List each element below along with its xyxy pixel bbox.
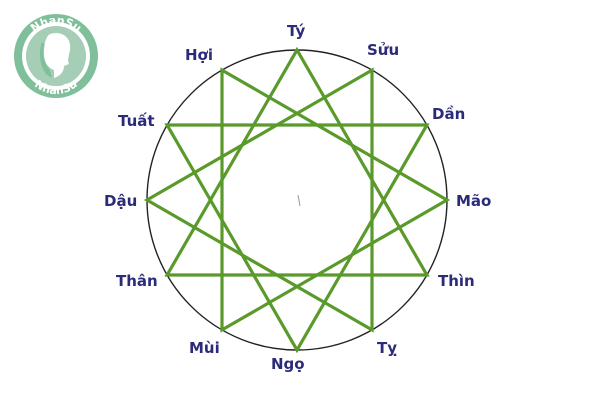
triangle-dan-ngo-tuat [164,123,430,354]
label-dan: Dần [432,105,466,123]
label-tuat: Tuất [118,112,155,130]
logo-text-top: NhanSu [28,14,84,35]
logo-text-bottom: NhanSu [32,77,80,97]
label-than: Thân [116,272,158,290]
label-mao: Mão [456,192,492,210]
nhansu-logo: NhanSu NhanSu [14,14,98,98]
triangle-ty-thin-than [164,46,430,277]
label-ty-snake: Tỵ [377,339,398,357]
label-ngo: Ngọ [271,355,305,373]
center-mark [297,194,301,207]
label-suu: Sửu [367,41,400,59]
triangle-mao-mui-hoi [220,67,451,333]
outer-circle [146,49,448,351]
label-mui: Mùi [189,339,220,357]
label-dau: Dậu [104,192,138,210]
label-ty-rat: Tý [287,22,306,40]
star-triangles [143,46,451,354]
label-hoi: Hợi [185,46,214,64]
label-thin: Thìn [438,272,475,290]
woman-profile-icon [39,32,71,78]
triangle-suu-ty-dau [143,67,374,333]
